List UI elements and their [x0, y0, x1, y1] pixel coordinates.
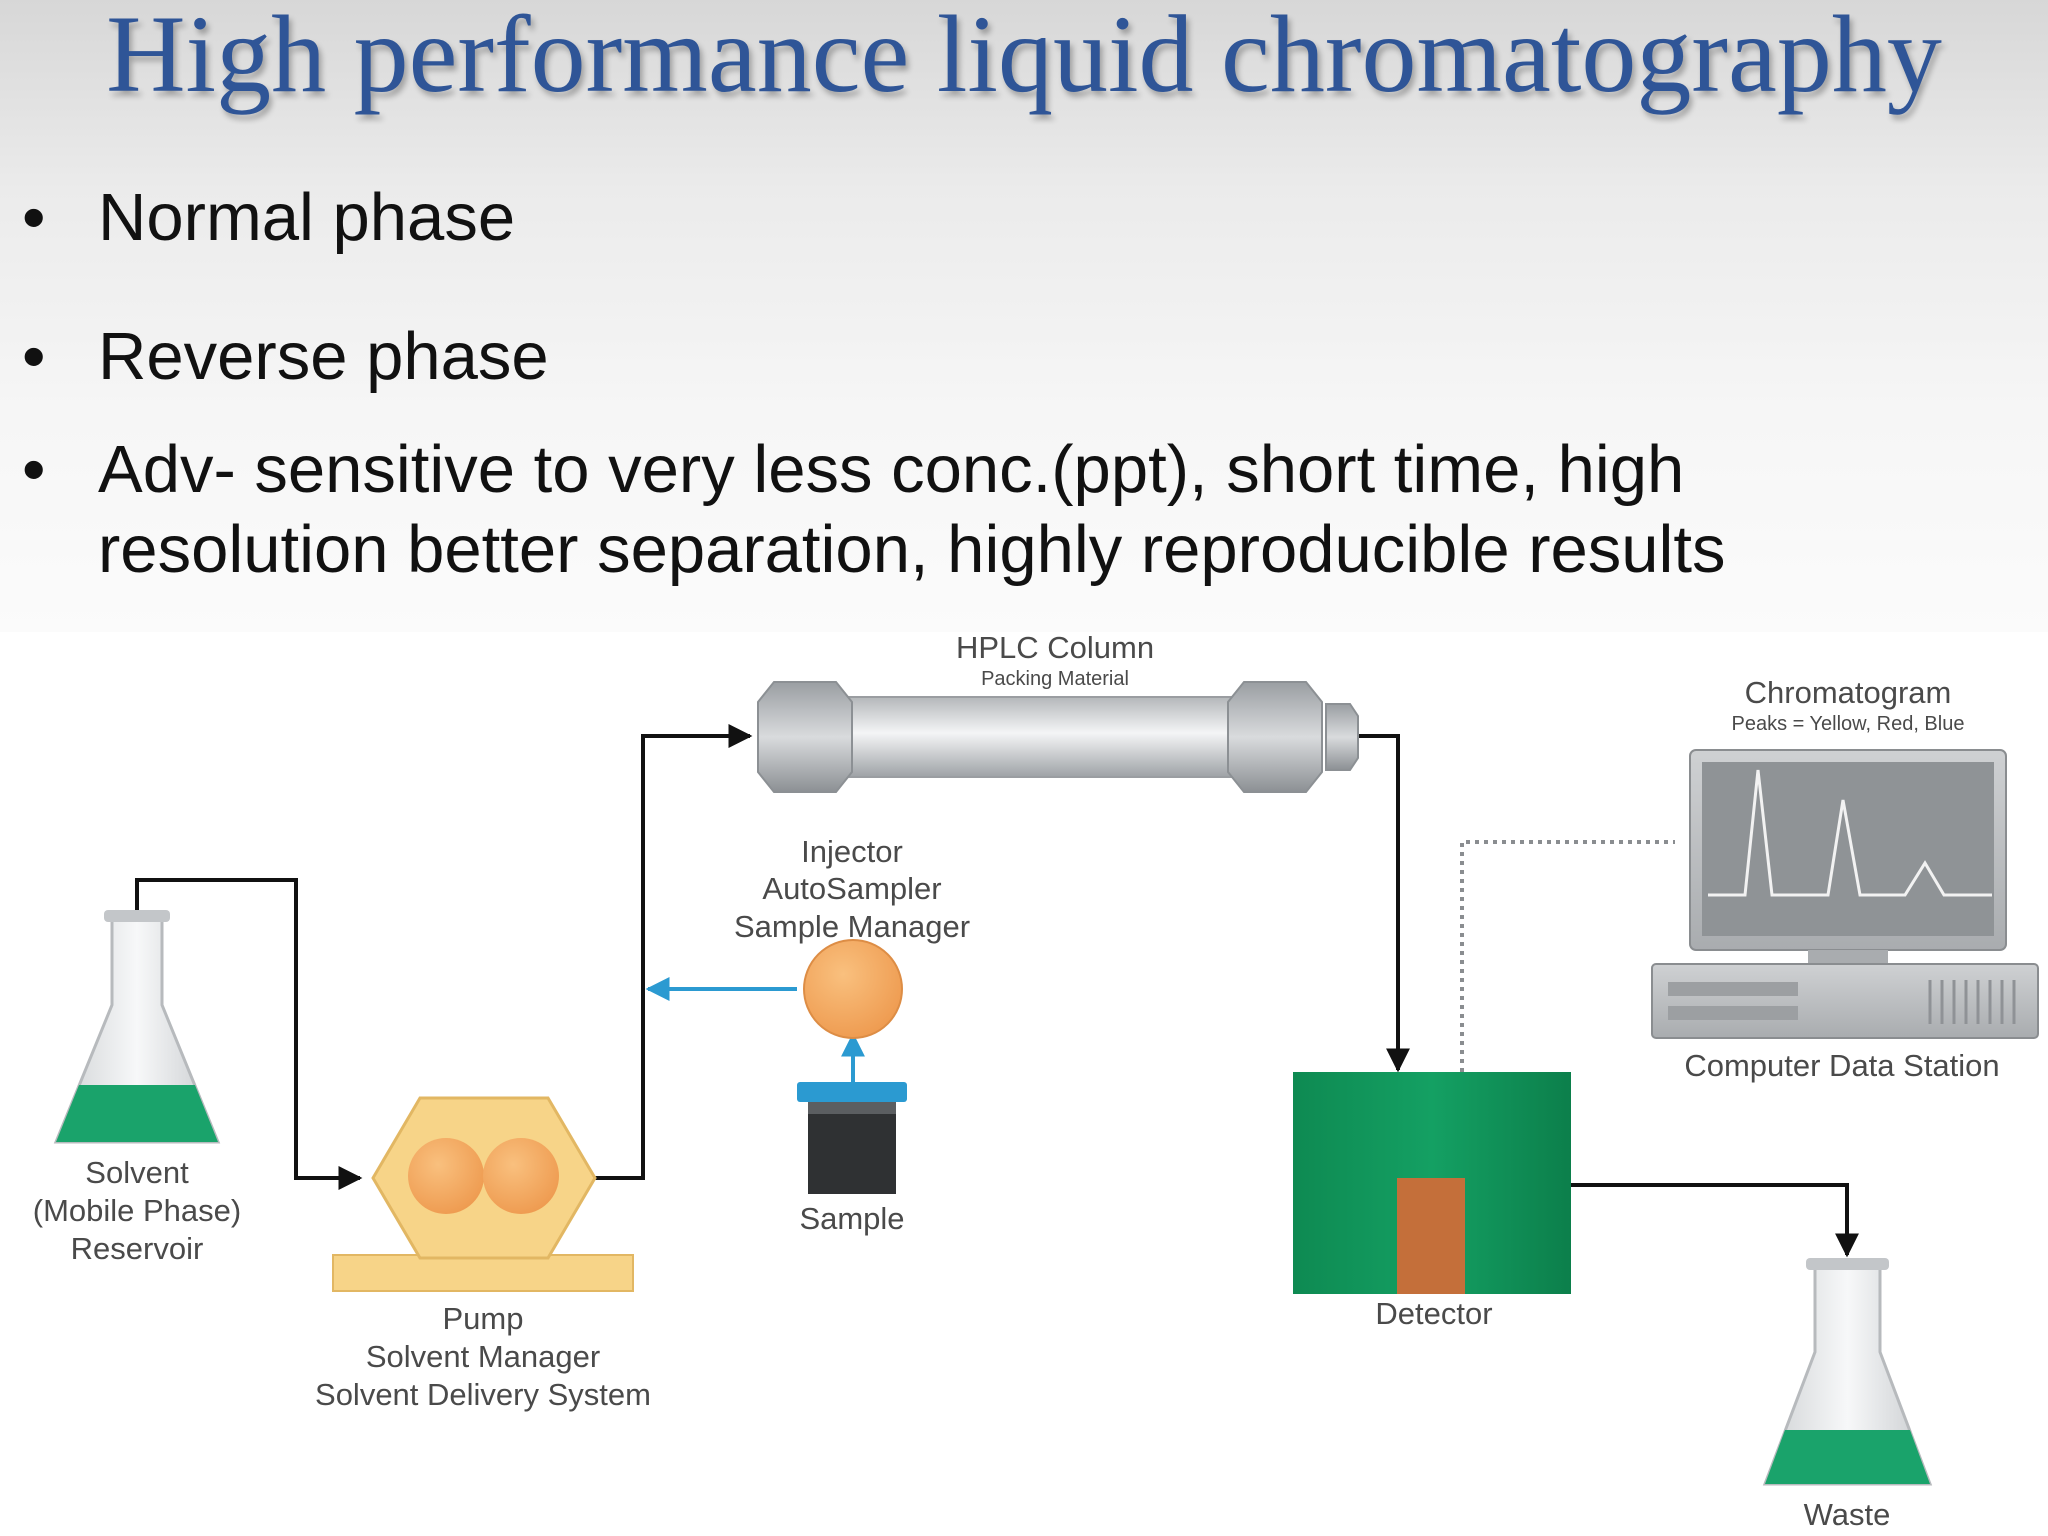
bullet-text: Reverse phase: [98, 319, 549, 394]
drive-bay: [1668, 1006, 1798, 1020]
injector-label-line: Sample Manager: [734, 909, 970, 944]
solvent-liquid: [56, 1085, 218, 1142]
chromatogram-label: Chromatogram: [1745, 675, 1952, 710]
pump-label-line: Solvent Manager: [366, 1339, 600, 1374]
injector-disc: [803, 939, 903, 1039]
bullet-icon: •: [22, 432, 46, 507]
bullet-icon: •: [22, 319, 46, 394]
solvent-reservoir-flask: [53, 910, 221, 1144]
column-label: HPLC Column: [956, 630, 1154, 665]
computer-case: [1651, 963, 2039, 1039]
case-vents: [1928, 980, 2016, 1024]
solvent-label-line: (Mobile Phase): [33, 1193, 241, 1228]
drive-bay: [1668, 982, 1798, 996]
bullet-text: Adv- sensitive to very less conc.(ppt), …: [98, 432, 1726, 587]
detector-flow-cell: [1397, 1178, 1465, 1294]
solvent-label-line: Solvent: [85, 1155, 189, 1190]
column-to-detector-line: [1357, 734, 1410, 1073]
pump-label-line: Solvent Delivery System: [315, 1377, 651, 1412]
slide-title: High performance liquid chromatography: [106, 0, 1942, 115]
chromatogram-sublabel: Peaks = Yellow, Red, Blue: [1732, 713, 1965, 735]
pump-head-left: [408, 1138, 484, 1214]
pump-head-right: [483, 1138, 559, 1214]
chromatogram-trace: [1708, 769, 1992, 897]
hplc-column: [757, 681, 1359, 793]
pump-label-line: Pump: [443, 1301, 524, 1336]
bullet-text: Normal phase: [98, 180, 516, 255]
pump-unit: [332, 1096, 634, 1292]
waste-label: Waste: [1804, 1497, 1891, 1532]
detector-label: Detector: [1375, 1296, 1492, 1331]
computer-data-station: [1651, 749, 2039, 1039]
pump-to-column-line: [592, 724, 753, 1180]
solvent-label-line: Reservoir: [71, 1231, 204, 1266]
computer-label: Computer Data Station: [1684, 1048, 1999, 1083]
column-sublabel: Packing Material: [981, 668, 1129, 690]
slide-background: [0, 0, 2048, 632]
detector-to-computer-signal: [1460, 840, 1675, 1072]
pump-base: [332, 1254, 634, 1292]
bullet-icon: •: [22, 180, 46, 255]
sample-vial: [797, 1082, 907, 1194]
injector-label-line: Injector: [801, 834, 903, 869]
hplc-schematic-diagram: HPLC Column Packing Material Chromatogra…: [32, 630, 2039, 1533]
monitor-stand: [1808, 950, 1888, 964]
waste-liquid: [1765, 1430, 1930, 1484]
injector-label-line: AutoSampler: [762, 871, 941, 906]
vial-cap: [797, 1082, 907, 1102]
sample-label: Sample: [799, 1201, 904, 1236]
vial-body: [808, 1102, 896, 1194]
detector-to-waste-line: [1570, 1183, 1859, 1258]
monitor-screen: [1702, 762, 1994, 936]
waste-flask: [1762, 1258, 1933, 1486]
detector-unit: [1293, 1072, 1571, 1294]
